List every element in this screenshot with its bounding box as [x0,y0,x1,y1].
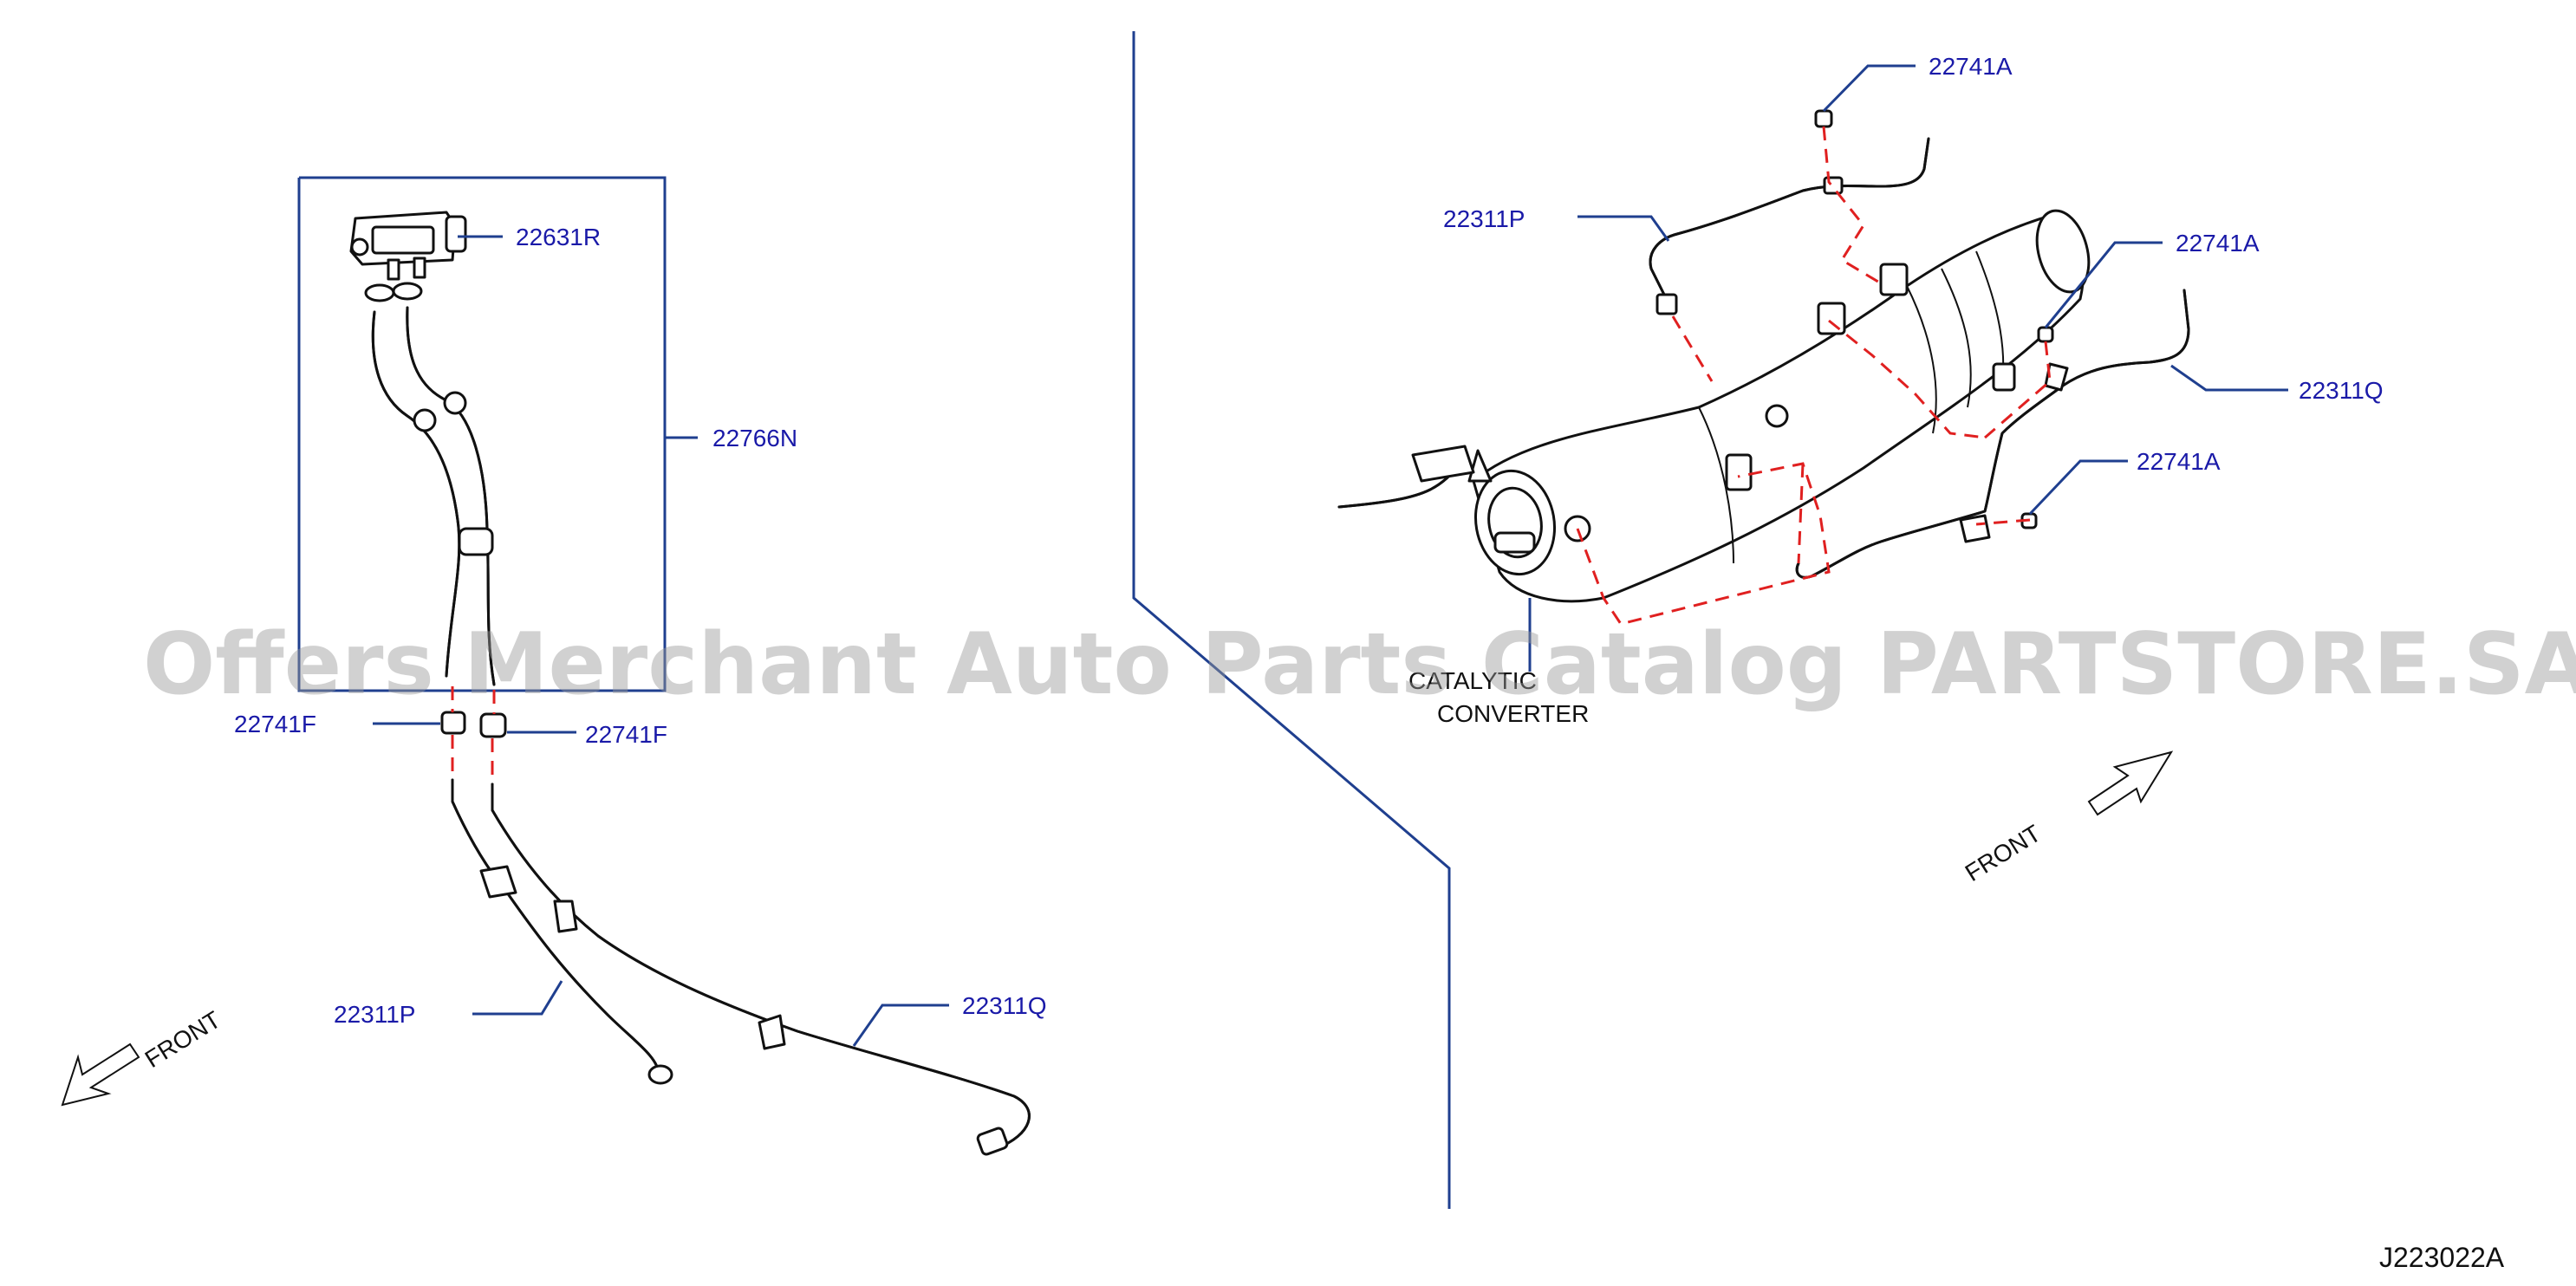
leader-22311P-right [1577,215,1670,242]
watermark-text: Offers Merchant Auto Parts Catalog PARTS… [143,615,2576,714]
nut-22741F-right[interactable] [479,712,507,738]
nut-22741A-top[interactable] [1814,109,1833,128]
sensor-hoses[interactable] [371,306,496,686]
front-label-left: FRONT [140,1006,225,1073]
tube-22311Q-left[interactable] [491,783,1031,1156]
catalytic-converter[interactable] [1467,205,2097,603]
label-22311P-right: 22311P [1443,205,1525,232]
label-22311Q-left: 22311Q [962,992,1047,1019]
connector-right-7 [1797,463,1805,564]
nut-22741F-left[interactable] [440,711,466,735]
leader-22311P-left [472,980,563,1016]
leader-22741A-low [2028,459,2128,516]
label-22741A-mid: 22741A [2176,230,2260,257]
diagram-code: J223022A [2379,1242,2505,1273]
front-label-right: FRONT [1961,820,2046,887]
pressure-sensor-22631R[interactable] [349,211,467,281]
section-divider [1132,31,1451,1209]
label-22741F-right: 22741F [585,721,667,748]
leader-22311Q-right [2170,364,2288,392]
leader-22311Q-left [852,1003,949,1047]
label-catalytic-line2: CONVERTER [1437,700,1589,727]
label-22631R: 22631R [516,224,601,250]
label-22311Q-right: 22311Q [2299,377,2384,404]
front-arrow-right [2087,750,2174,816]
connector-right-1 [1822,126,1886,288]
label-catalytic-line1: CATALYTIC [1408,667,1537,694]
tube-22311P-left[interactable] [451,778,673,1085]
connector-right-2 [1671,315,1714,382]
connector-right-5 [1975,518,2031,526]
front-arrow-left [61,1042,140,1107]
nut-22741A-mid[interactable] [2037,326,2054,343]
tube-22311Q-right[interactable] [1795,289,2190,579]
hose-clips [364,282,423,302]
label-22311P-left: 22311P [334,1001,415,1028]
label-22766N: 22766N [712,425,797,451]
inlet-pipe [1337,445,1475,509]
label-22741A-top: 22741A [1929,53,2013,80]
connector-right-4 [1984,341,2052,439]
label-22741F-left: 22741F [234,711,316,737]
connector-right-3 [1828,319,1986,439]
leader-22741A-mid [2044,241,2163,328]
label-22741A-low: 22741A [2137,448,2221,475]
group-bracket-22766N [297,176,667,692]
leader-22741A-top [1822,64,1916,113]
